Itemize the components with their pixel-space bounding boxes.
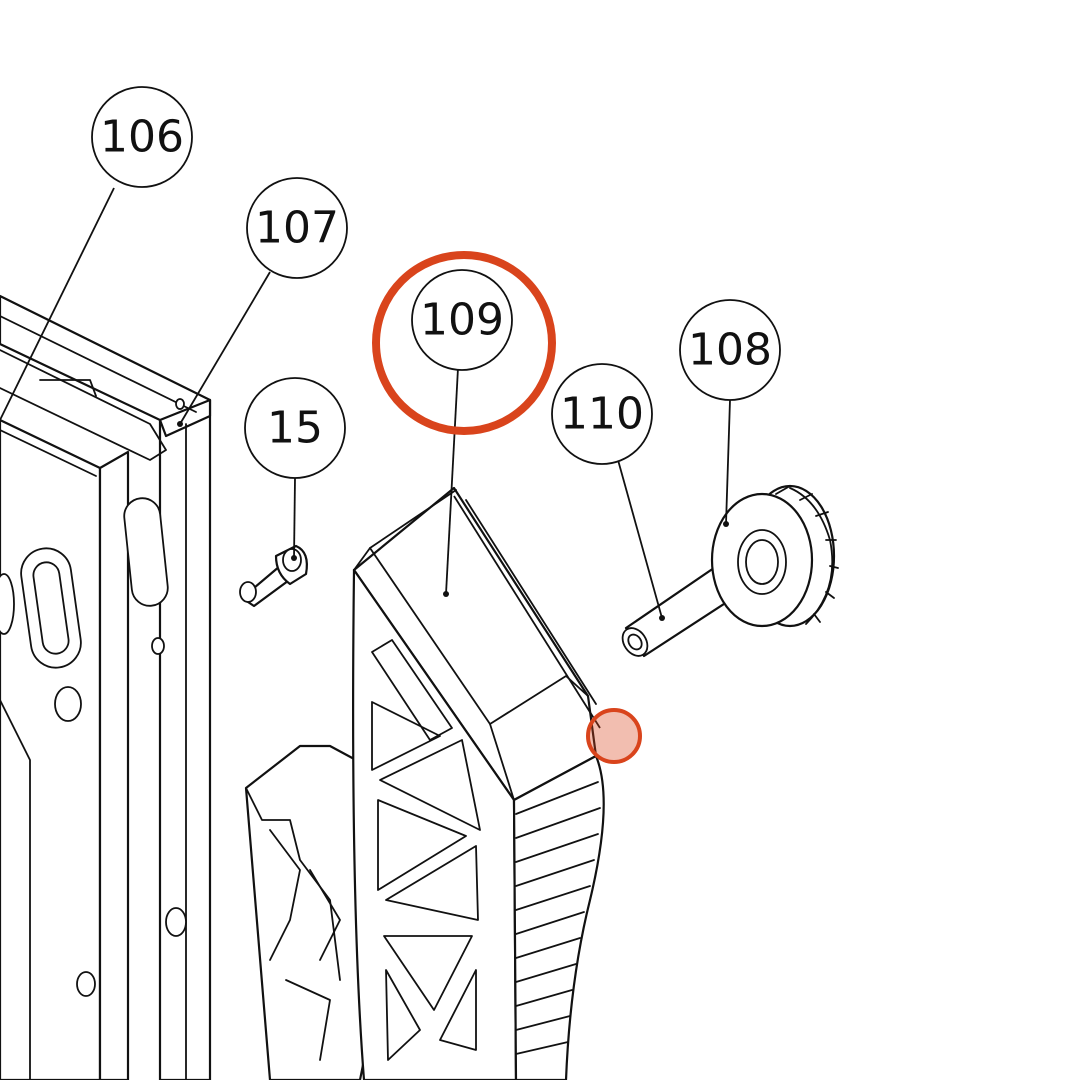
callout-15-label: 15 — [267, 403, 323, 454]
callout-109-label: 109 — [420, 295, 504, 346]
callout-109: 109 — [411, 269, 513, 371]
callout-15: 15 — [244, 377, 346, 479]
callout-110-label: 110 — [560, 389, 644, 440]
highlight-ring — [372, 251, 556, 435]
callout-106: 106 — [91, 86, 193, 188]
callout-107: 107 — [246, 177, 348, 279]
callout-106-label: 106 — [100, 112, 184, 163]
callout-108-label: 108 — [688, 325, 772, 376]
part-109-grip — [352, 486, 605, 1080]
leader-lines — [0, 187, 731, 729]
part-107-rail — [0, 294, 212, 1080]
part-15-screw — [239, 544, 308, 608]
part-108-knob — [710, 484, 839, 628]
callout-107-label: 107 — [255, 203, 339, 254]
highlight-point — [586, 708, 642, 764]
callout-108: 108 — [679, 299, 781, 401]
callout-110: 110 — [551, 363, 653, 465]
part-106-plate — [0, 418, 130, 1080]
grip-ribs — [515, 781, 601, 1055]
